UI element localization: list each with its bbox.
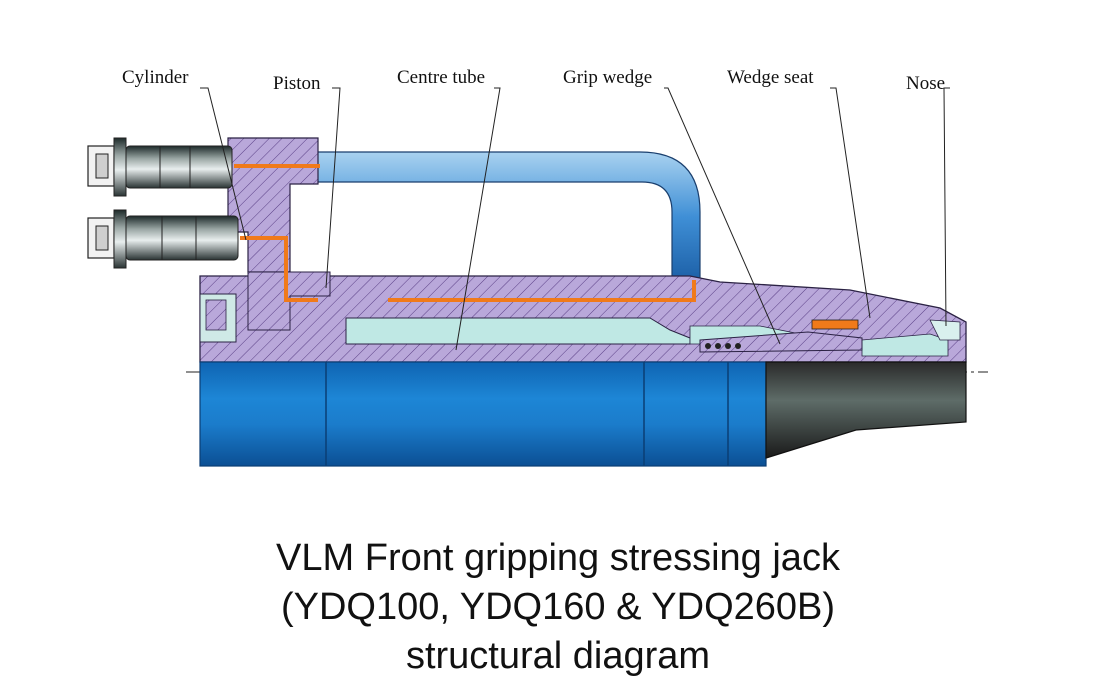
wedge-seat-label: Wedge seat (727, 67, 814, 88)
cylinder-label: Cylinder (122, 67, 189, 88)
caption-line-1: VLM Front gripping stressing jack (276, 537, 840, 579)
leader-lines (200, 87, 950, 351)
nose-label: Nose (906, 73, 945, 94)
cylinder-cavity (345, 317, 961, 357)
caption-line-3: structural diagram (405, 635, 711, 677)
nose-cone (765, 361, 967, 459)
strand-tube (199, 361, 767, 467)
caption-line-2: (YDQ100, YDQ160 & YDQ260B) (280, 586, 836, 628)
grip-wedge-assembly (699, 319, 863, 353)
grip-wedge-label: Grip wedge (563, 67, 652, 88)
lower-hydraulic-coupler (87, 209, 239, 269)
hydraulic-oil-passages (234, 164, 696, 302)
upper-hydraulic-coupler (87, 137, 233, 197)
piston-label: Piston (273, 73, 321, 94)
centre-tube-label: Centre tube (397, 67, 485, 88)
